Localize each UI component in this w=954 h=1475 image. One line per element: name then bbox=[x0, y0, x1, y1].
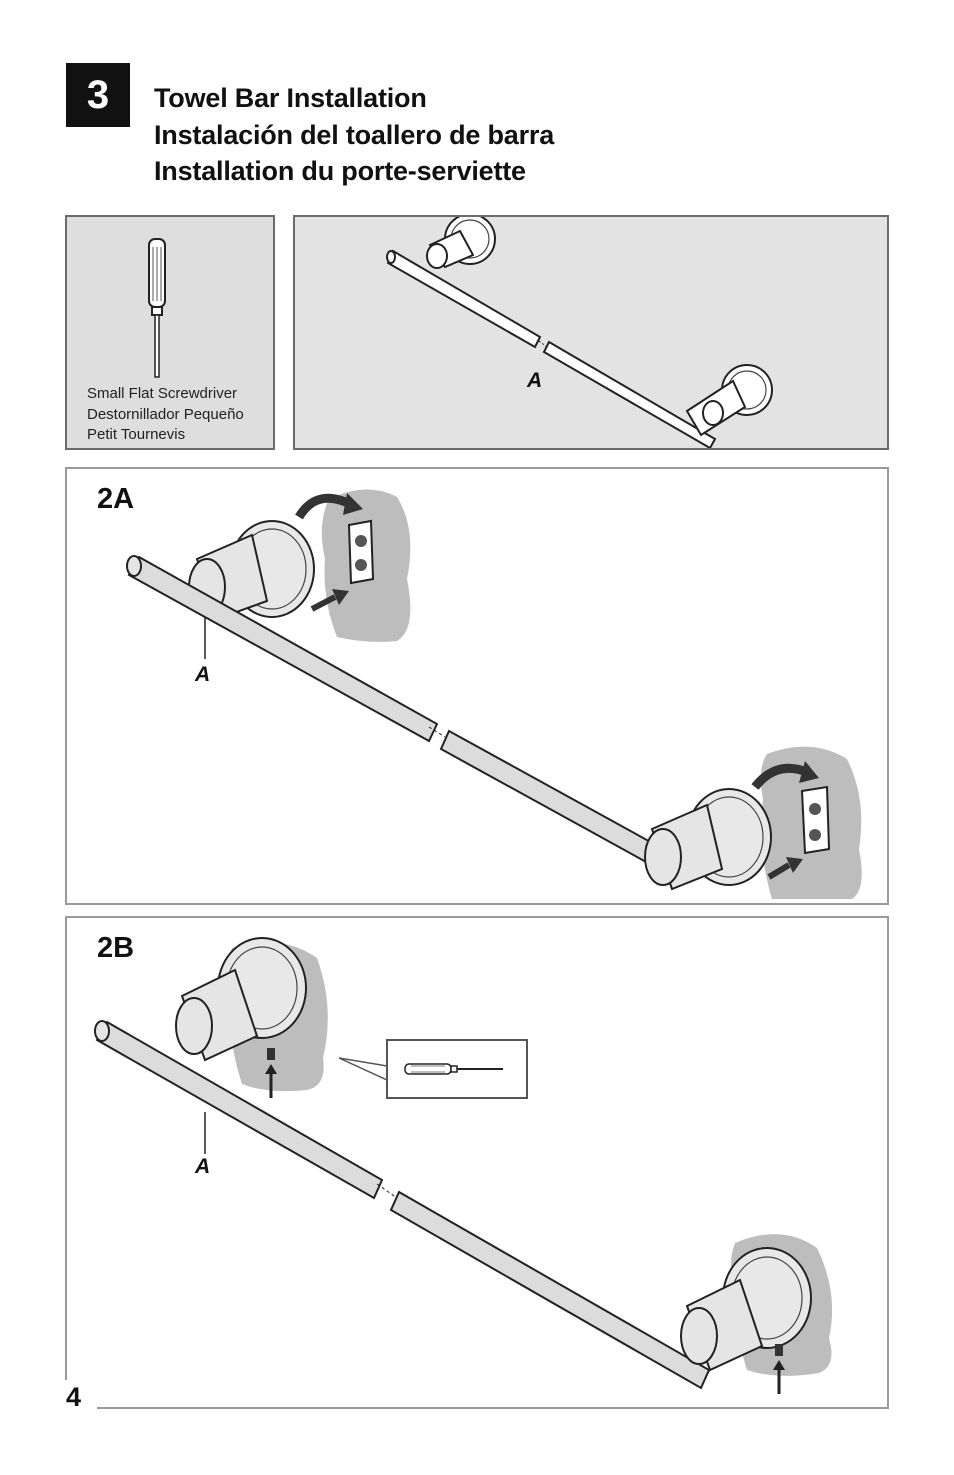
step-2b-label: 2B bbox=[97, 932, 135, 964]
step-2a-callout-a: A bbox=[195, 663, 211, 686]
title-spanish: Instalación del toallero de barra bbox=[154, 119, 555, 150]
tool-label-english: Small Flat Screwdriver bbox=[87, 385, 238, 402]
step-2a-panel: 2A A bbox=[65, 467, 889, 905]
step-2b-illustration bbox=[94, 937, 833, 1394]
step-titles: Towel Bar Installation Instalación del t… bbox=[154, 80, 554, 190]
screwdriver-icon bbox=[404, 1063, 503, 1075]
title-french: Installation du porte-serviette bbox=[154, 156, 526, 186]
tool-label-french: Petit Tournevis bbox=[87, 426, 186, 443]
flat-screwdriver-icon bbox=[148, 238, 166, 378]
step-2b-callout-a: A bbox=[195, 1155, 211, 1178]
step-2b-panel: 2B bbox=[65, 916, 889, 1409]
overview-panel: A bbox=[293, 215, 889, 450]
page-number: 4 bbox=[66, 1382, 82, 1412]
step-2a-illustration bbox=[126, 489, 862, 899]
overview-callout-a: A bbox=[527, 369, 543, 392]
title-english: Towel Bar Installation bbox=[154, 83, 427, 113]
page-corner bbox=[60, 1380, 97, 1420]
step-number-badge: 3 bbox=[66, 63, 130, 127]
tool-label-spanish: Destornillador Pequeño bbox=[87, 406, 244, 423]
step-2a-label: 2A bbox=[97, 483, 135, 515]
towel-bar-overview-illustration bbox=[386, 217, 773, 448]
tool-panel: Small Flat Screwdriver Destornillador Pe… bbox=[65, 215, 275, 450]
